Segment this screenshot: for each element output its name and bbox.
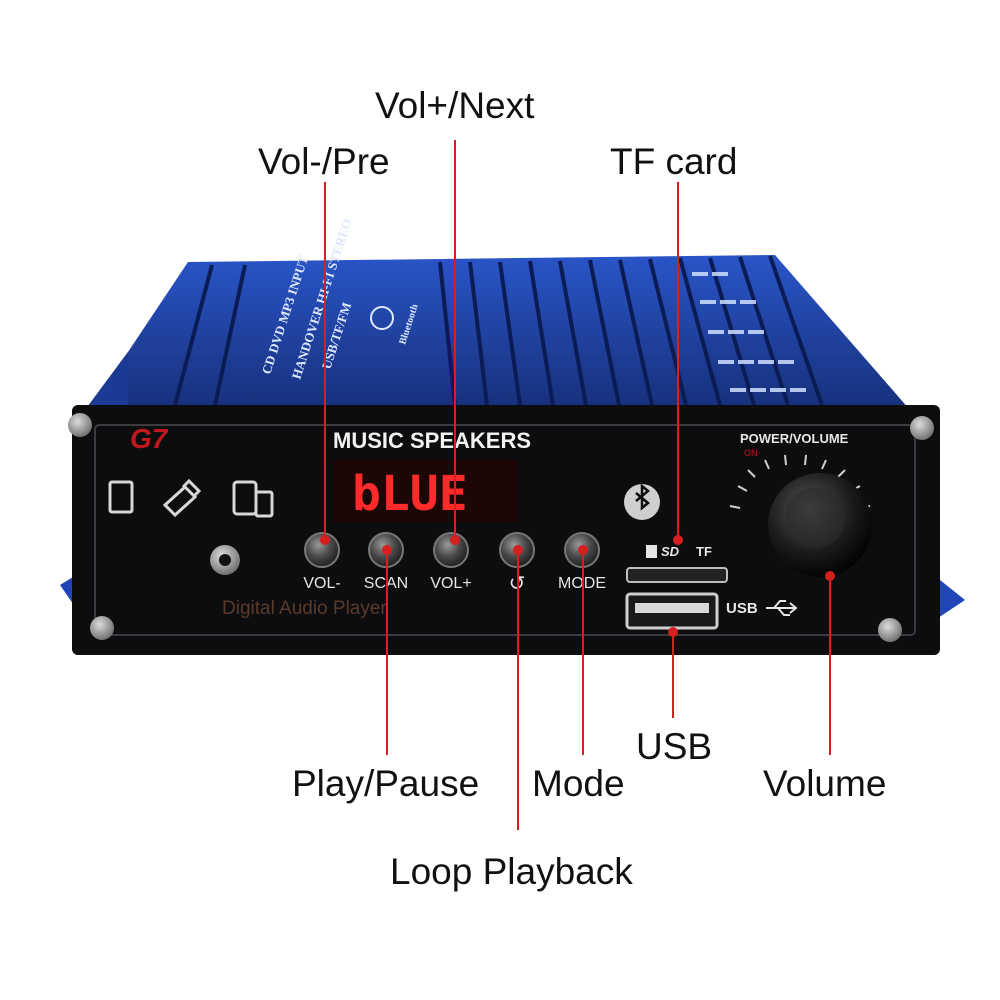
knob-label: POWER/VOLUME	[740, 431, 849, 446]
leader-dot	[578, 545, 588, 555]
led-display-text: bLUE	[352, 466, 468, 522]
screw-icon	[90, 616, 114, 640]
leader-dot	[450, 535, 460, 545]
vu-pattern	[692, 272, 806, 392]
vol-minus-label: VOL-	[303, 575, 340, 592]
callout-usb: USB	[636, 726, 713, 767]
panel-screws	[68, 413, 934, 642]
leader-dot	[382, 545, 392, 555]
vol-minus-button[interactable]	[304, 532, 340, 568]
leader-dot	[825, 571, 835, 581]
screw-icon	[910, 416, 934, 440]
knob-on-label: ON	[744, 448, 758, 458]
leader-dot	[668, 627, 678, 637]
sd-logo-icon: SD	[661, 544, 680, 559]
leader-lines	[320, 140, 835, 830]
usb-port-tongue	[635, 603, 709, 613]
sd-small-icon	[646, 545, 657, 558]
heatsink-top	[85, 255, 910, 410]
front-panel-frame	[94, 424, 916, 636]
leader-dot	[320, 535, 330, 545]
screw-icon	[878, 618, 902, 642]
usb-label: USB	[726, 600, 758, 617]
usb-stick-icon	[162, 478, 202, 518]
sd-card-icon	[108, 480, 134, 514]
callout-tf-card: TF card	[610, 141, 738, 182]
vol-plus-label: VOL+	[430, 575, 471, 592]
led-display	[333, 460, 518, 522]
front-panel	[72, 405, 940, 655]
aux-jack-hole	[219, 554, 231, 566]
brand-line: MUSIC SPEAKERS	[333, 428, 531, 453]
bluetooth-top-icon	[370, 306, 394, 330]
tf-label: TF	[696, 544, 712, 559]
callout-play-pause: Play/Pause	[292, 763, 480, 804]
callout-vol-next: Vol+/Next	[375, 85, 535, 126]
usb-symbol-icon	[766, 600, 798, 616]
subtitle-label: Digital Audio Player	[222, 598, 387, 619]
tf-card-slot[interactable]	[626, 567, 728, 583]
leader-dot	[513, 545, 523, 555]
source-icons	[108, 478, 274, 518]
tablet-icon	[254, 490, 274, 518]
callout-vol-pre: Vol-/Pre	[258, 141, 390, 182]
leader-dot	[673, 535, 683, 545]
knob-cap	[785, 488, 845, 548]
button-labels: VOL- SCAN VOL+ ↺ MODE	[303, 573, 606, 595]
callout-loop: Loop Playback	[390, 851, 633, 892]
model-label: G7	[130, 423, 169, 454]
callout-volume: Volume	[763, 763, 887, 804]
screw-icon	[68, 413, 92, 437]
callout-mode: Mode	[532, 763, 625, 804]
